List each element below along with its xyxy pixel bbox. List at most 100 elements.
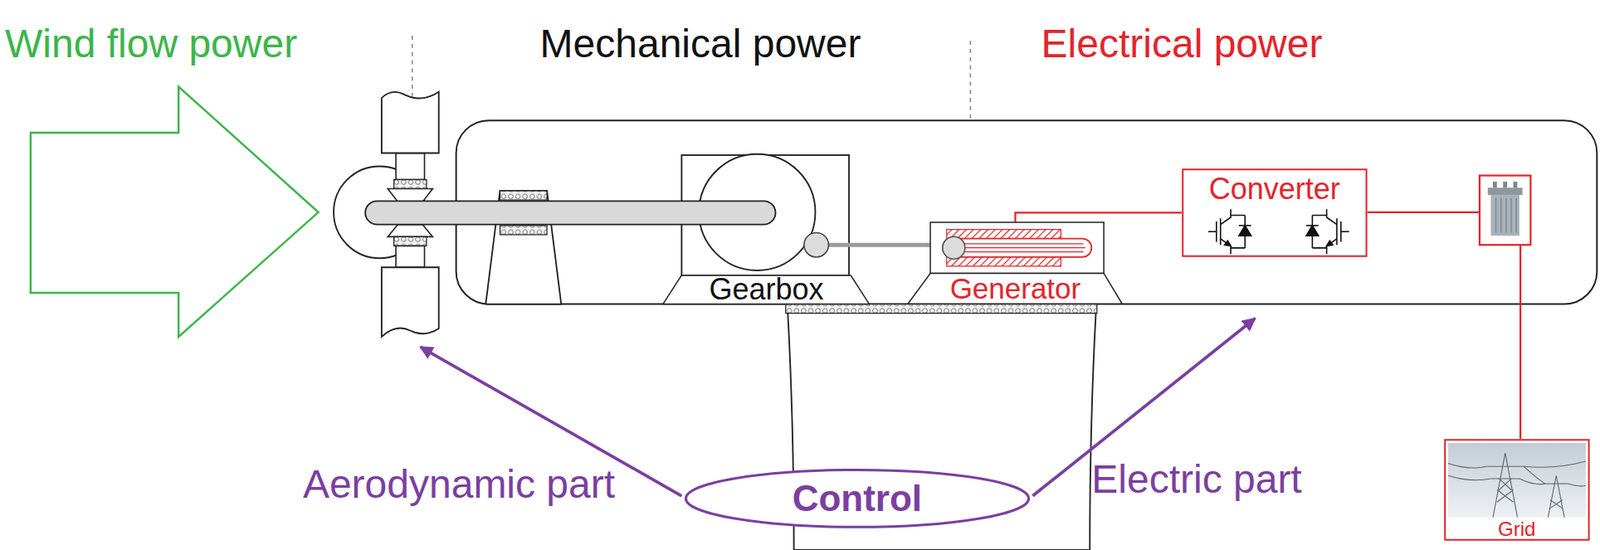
drawing-part bbox=[1220, 214, 1246, 225]
label-holder: Wind flow power bbox=[4, 20, 298, 67]
drawing-part bbox=[1306, 209, 1350, 254]
transformer-icon bbox=[1487, 181, 1523, 236]
drawing-part bbox=[1448, 475, 1492, 480]
drawing-part bbox=[1224, 240, 1231, 246]
transformer-fin bbox=[1510, 198, 1512, 234]
drawing-part bbox=[1448, 453, 1586, 518]
drawing-part bbox=[663, 275, 869, 304]
pitch-bearing bbox=[394, 236, 427, 246]
drawing-part bbox=[1229, 248, 1232, 254]
drawing-part bbox=[1229, 209, 1232, 215]
transformer-bushing bbox=[1492, 181, 1498, 188]
section-heading: Mechanical power bbox=[540, 20, 862, 67]
drawing-part bbox=[1550, 499, 1563, 508]
drawing-part bbox=[1220, 239, 1246, 249]
main-bearing bbox=[500, 190, 548, 200]
power-cable bbox=[1367, 211, 1480, 214]
drawing-part bbox=[1448, 463, 1488, 468]
main-bearing bbox=[500, 225, 548, 235]
hub-flange bbox=[387, 189, 433, 203]
grid-box: Grid bbox=[1443, 439, 1591, 542]
drawing-part bbox=[930, 222, 1104, 274]
pinion-gear bbox=[804, 232, 830, 258]
drawing-part bbox=[1312, 214, 1337, 225]
drawing-part bbox=[1545, 482, 1568, 484]
drawing-part bbox=[1550, 499, 1563, 508]
drawing-part bbox=[1519, 478, 1546, 485]
node-text: Converter bbox=[1209, 172, 1341, 206]
transformer-fin bbox=[1500, 198, 1502, 234]
rotor-blade bbox=[381, 267, 440, 337]
drawing-part bbox=[1547, 475, 1565, 518]
drawing-part bbox=[1336, 218, 1338, 245]
label-holder: Mechanical power bbox=[540, 20, 862, 67]
drawing-part bbox=[907, 273, 1122, 305]
power-cable bbox=[1014, 212, 1181, 223]
converter-box: Converter bbox=[1181, 168, 1368, 258]
label-holder: Electrical power bbox=[1041, 20, 1323, 67]
drawing-part bbox=[1487, 465, 1524, 467]
drawing-part bbox=[1341, 230, 1350, 233]
drawing-part bbox=[1444, 439, 1589, 540]
drawing-part bbox=[1306, 225, 1319, 236]
drawing-part bbox=[1498, 478, 1512, 491]
drawing-part bbox=[1492, 453, 1518, 518]
generator: Generator bbox=[907, 222, 1122, 304]
rotor-blade bbox=[381, 92, 440, 154]
transformer-bushing bbox=[1502, 181, 1508, 188]
drawing-part bbox=[1448, 443, 1586, 518]
drawing-part bbox=[1219, 218, 1222, 245]
yaw-bearing bbox=[785, 304, 1098, 314]
drawing-part bbox=[1567, 483, 1586, 487]
control-label: Electric part bbox=[1091, 456, 1302, 503]
drawing-part bbox=[1208, 209, 1252, 254]
transformer-cap bbox=[1487, 187, 1523, 196]
drawing-part bbox=[1498, 478, 1512, 491]
label-holder: Electric part bbox=[1091, 456, 1302, 503]
hub-flange bbox=[387, 224, 433, 238]
drawing-part bbox=[1326, 209, 1328, 215]
transformer-fin bbox=[1505, 198, 1507, 234]
control-ellipse: Control bbox=[683, 468, 1031, 530]
generator-shaft bbox=[828, 243, 944, 248]
drawing-part bbox=[1523, 461, 1586, 468]
drawing-part bbox=[1340, 221, 1342, 243]
drawing-part bbox=[959, 251, 1084, 253]
power-cable bbox=[1519, 244, 1522, 440]
drawing-part bbox=[1523, 466, 1546, 484]
drawing-part bbox=[959, 247, 1086, 249]
drawing-part bbox=[1182, 169, 1366, 257]
node-text: Gearbox bbox=[708, 275, 824, 304]
drawing-part bbox=[1497, 489, 1514, 503]
transformer-body bbox=[1490, 195, 1519, 236]
drawing-part bbox=[1326, 240, 1332, 246]
node-text: Grid bbox=[1497, 518, 1536, 541]
section-heading: Wind flow power bbox=[4, 20, 298, 67]
blade-root bbox=[395, 245, 425, 268]
drawing-part bbox=[1326, 248, 1328, 254]
drawing-part bbox=[1490, 478, 1519, 479]
node-text: Generator bbox=[950, 273, 1082, 304]
drawing-part bbox=[942, 236, 966, 259]
transformer-bushing bbox=[1512, 181, 1518, 188]
section-heading: Electrical power bbox=[1041, 20, 1323, 67]
control-label: Aerodynamic part bbox=[302, 461, 615, 508]
transformer-fin bbox=[1495, 198, 1497, 234]
label-holder: Aerodynamic part bbox=[302, 461, 615, 508]
gearbox-base: Gearbox bbox=[663, 275, 869, 304]
node-text: Control bbox=[792, 478, 922, 520]
drawing-part bbox=[959, 243, 1084, 244]
drawing-part bbox=[1208, 230, 1217, 233]
main-shaft bbox=[365, 200, 776, 225]
drawing-part bbox=[1215, 221, 1218, 243]
drawing-part bbox=[1239, 225, 1252, 236]
transformer-fin bbox=[1515, 198, 1517, 234]
wind-arrow bbox=[30, 87, 319, 337]
drawing-part bbox=[685, 470, 1029, 528]
pitch-bearing bbox=[394, 179, 427, 189]
drawing-part bbox=[1497, 489, 1514, 503]
transformer-box bbox=[1479, 175, 1531, 246]
drawing-part bbox=[1312, 239, 1337, 249]
blade-root bbox=[395, 153, 425, 181]
